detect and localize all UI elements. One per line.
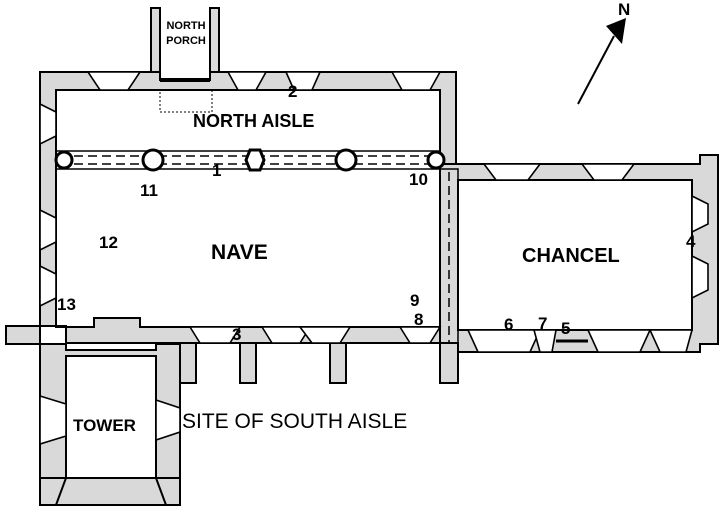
south-aisle-site-label: SITE OF SOUTH AISLE	[182, 410, 408, 433]
north-porch-label: NORTH PORCH	[161, 19, 211, 49]
north-porch-foundation	[159, 89, 213, 113]
marker-12: 12	[99, 233, 118, 252]
arcade-pier	[54, 150, 74, 170]
north-porch-line1: NORTH	[166, 20, 206, 32]
marker-2: 2	[288, 82, 298, 101]
marker-1: 1	[212, 161, 222, 180]
marker-9: 9	[410, 291, 420, 310]
tower-label: TOWER	[73, 416, 136, 435]
arcade-pier	[141, 148, 165, 172]
windows	[39, 71, 709, 446]
north-porch-walls	[150, 7, 220, 73]
marker-13: 13	[57, 295, 76, 314]
nave-south-buttresses	[179, 342, 459, 384]
north-arrow-icon	[577, 18, 626, 105]
marker-5: 5	[561, 319, 571, 338]
marker-4: 4	[686, 232, 696, 251]
north-aisle-label: NORTH AISLE	[193, 111, 315, 131]
marker-11: 11	[140, 181, 158, 200]
arcade-pier	[244, 148, 266, 172]
north-porch-line2: PORCH	[166, 35, 206, 47]
marker-6: 6	[504, 315, 514, 334]
nave-label: NAVE	[211, 241, 268, 264]
marker-10: 10	[409, 170, 428, 189]
marker-3: 3	[232, 325, 242, 344]
marker-7: 7	[538, 314, 548, 333]
arcade-pier	[334, 148, 358, 172]
north-label: N	[618, 0, 631, 19]
chancel-label: CHANCEL	[522, 245, 620, 267]
marker-8: 8	[414, 310, 424, 329]
arcade-pier	[426, 150, 446, 170]
